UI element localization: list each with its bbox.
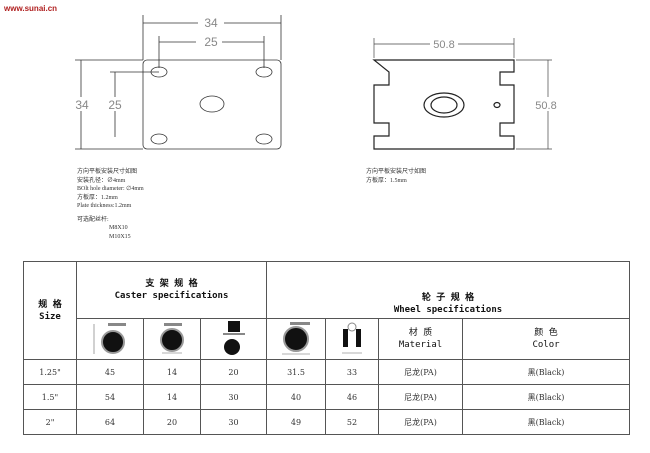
load-weight-icon bbox=[200, 318, 267, 360]
table-cell: 1.5" bbox=[23, 384, 77, 410]
material-header: 材 质 Material bbox=[378, 318, 463, 360]
table-cell: 45 bbox=[76, 359, 144, 385]
options-label: 可选配丝杆: bbox=[77, 216, 109, 223]
width-dimension: 34 bbox=[204, 16, 218, 30]
table-cell: 尼龙(PA) bbox=[378, 384, 463, 410]
color-header: 颜 色 Color bbox=[462, 318, 630, 360]
note: 方板厚：1.2mm bbox=[77, 194, 118, 201]
right-notes: 方向平板安装尺寸如图 方板厚：1.5mm bbox=[366, 168, 426, 185]
table-cell: 40 bbox=[266, 384, 326, 410]
table-cell: 黑(Black) bbox=[462, 409, 630, 435]
note: 安装孔径：∅4mm bbox=[77, 177, 126, 184]
option: M8X10 bbox=[109, 225, 128, 231]
caster-header: 支 架 规 格 Caster specifications bbox=[76, 261, 267, 319]
wheel-diameter-icon bbox=[266, 318, 326, 360]
table-cell: Color bbox=[532, 340, 560, 350]
table-cell: 规 格 bbox=[38, 299, 62, 310]
table-cell: Caster specifications bbox=[114, 291, 229, 301]
table-cell: 30 bbox=[200, 384, 267, 410]
table-cell: 尼龙(PA) bbox=[378, 359, 463, 385]
square-plate-drawing: 34 25 34 25 50.8 50.8 bbox=[75, 15, 557, 150]
rect-height-dimension: 50.8 bbox=[535, 100, 556, 112]
table-cell: Wheel specifications bbox=[393, 305, 503, 315]
hole-spacing-width: 25 bbox=[204, 35, 218, 49]
wheel-width-icon bbox=[325, 318, 379, 360]
table-cell: 黑(Black) bbox=[462, 384, 630, 410]
note: BOlt hole diameter: ∅4mm bbox=[77, 186, 144, 192]
watermark: www.sunai.cn bbox=[4, 4, 58, 13]
wheel-header: 轮 子 规 格 Wheel specifications bbox=[266, 261, 630, 319]
table-cell: Material bbox=[398, 340, 443, 350]
table-cell: 64 bbox=[76, 409, 144, 435]
note: 方板厚：1.5mm bbox=[366, 177, 407, 184]
note: 方向平板安装尺寸如图 bbox=[366, 169, 427, 175]
height-dimension: 34 bbox=[75, 98, 89, 112]
table-cell: 54 bbox=[76, 384, 144, 410]
table-cell: 14 bbox=[143, 384, 201, 410]
rect-plate-drawing bbox=[372, 59, 515, 150]
swivel-offset-icon bbox=[143, 318, 201, 360]
table-cell: 46 bbox=[325, 384, 379, 410]
left-notes: 方向平板安装尺寸如图 安装孔径：∅4mm BOlt hole diameter:… bbox=[77, 168, 144, 241]
table-cell: 尼龙(PA) bbox=[378, 409, 463, 435]
hole-spacing-height: 25 bbox=[108, 98, 122, 112]
table-cell: 33 bbox=[325, 359, 379, 385]
table-cell: 52 bbox=[325, 409, 379, 435]
table-cell: 材 质 bbox=[408, 328, 433, 338]
table-cell: 2" bbox=[23, 409, 77, 435]
table-cell: 14 bbox=[143, 359, 201, 385]
table-cell: 20 bbox=[143, 409, 201, 435]
rect-width-dimension: 50.8 bbox=[433, 39, 454, 51]
caster-height-icon bbox=[76, 318, 144, 360]
table-cell: 颜 色 bbox=[534, 328, 558, 338]
table-cell: 黑(Black) bbox=[462, 359, 630, 385]
note: 方向平板安装尺寸如图 bbox=[77, 169, 138, 175]
table-cell: 20 bbox=[200, 359, 267, 385]
table-cell: 1.25" bbox=[23, 359, 77, 385]
table-cell: 轮 子 规 格 bbox=[421, 293, 475, 303]
table-cell: Size bbox=[39, 311, 61, 322]
note: Plate thickness:1.2mm bbox=[77, 203, 132, 209]
table-cell: 30 bbox=[200, 409, 267, 435]
table-cell: 31.5 bbox=[266, 359, 326, 385]
option: M10X15 bbox=[109, 233, 131, 240]
table-cell: 49 bbox=[266, 409, 326, 435]
table-cell: 支 架 规 格 bbox=[145, 279, 198, 289]
